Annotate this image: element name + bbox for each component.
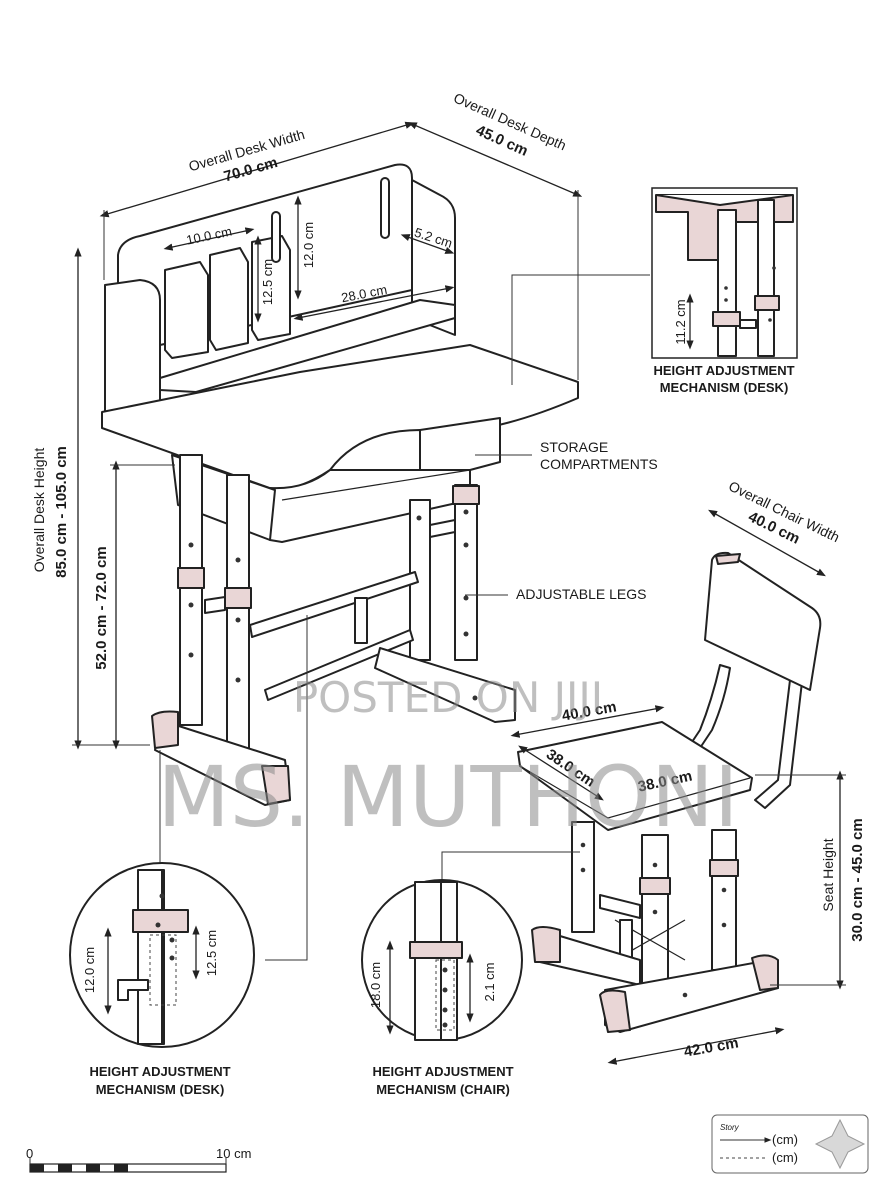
inset-top-right-title-1: HEIGHT ADJUSTMENT	[653, 363, 794, 378]
storage-callout-line1: STORAGE	[540, 439, 608, 455]
inset-bm-dim-a: 18.0 cm	[368, 962, 383, 1008]
chair-base-width-value: 42.0 cm	[683, 1034, 740, 1060]
scale-end: 10 cm	[216, 1146, 251, 1161]
table-height-value: 52.0 cm - 72.0 cm	[93, 546, 110, 669]
inset-bm-title-2: MECHANISM (CHAIR)	[376, 1082, 510, 1097]
legs-callout: ADJUSTABLE LEGS	[516, 586, 646, 602]
divider-height-label: 12.5 cm	[260, 259, 275, 305]
seat-height-value: 30.0 cm - 45.0 cm	[849, 818, 866, 941]
inset-bl-title-1: HEIGHT ADJUSTMENT	[89, 1064, 230, 1079]
watermark-line1: POSTED ON JIJI	[293, 673, 603, 722]
inset-bl-title-2: MECHANISM (DESK)	[96, 1082, 225, 1097]
scale-bar: 0 10 cm	[26, 1146, 251, 1173]
seat-height-label: Seat Height	[820, 838, 836, 911]
inset-top-right-dim: 11.2 cm	[673, 299, 688, 344]
inset-top-right-title-2: MECHANISM (DESK)	[660, 380, 789, 395]
chair-drawing	[517, 551, 822, 1033]
inset-bm-dim-b: 2.1 cm	[482, 962, 497, 1001]
legend-heading: Story	[720, 1123, 740, 1132]
chair-dimensions	[510, 509, 846, 1065]
star-icon	[814, 1118, 866, 1170]
inset-bl-dim-a: 12.0 cm	[82, 947, 97, 993]
inset-bottom-mid: 18.0 cm 2.1 cm HEIGHT ADJUSTMENT MECHANI…	[361, 851, 580, 1097]
scale-start: 0	[26, 1146, 33, 1161]
callouts: STORAGE COMPARTMENTS ADJUSTABLE LEGS	[465, 274, 658, 602]
inset-bm-title-1: HEIGHT ADJUSTMENT	[372, 1064, 513, 1079]
desk-dimensions	[72, 121, 583, 750]
desk-labels: Overall Desk Width 70.0 cm Overall Desk …	[31, 89, 569, 669]
legend-box: Story (cm) (cm)	[711, 1114, 869, 1174]
desk-height-label: Overall Desk Height	[31, 448, 47, 573]
back-height-label: 12.0 cm	[301, 222, 316, 268]
legend-row1: (cm)	[772, 1132, 798, 1147]
inset-bl-dim-b: 12.5 cm	[204, 930, 219, 976]
desk-height-value: 85.0 cm - 105.0 cm	[53, 446, 70, 578]
desk-drawing	[101, 163, 579, 806]
watermark: POSTED ON JIJI MS. MUTHONI	[157, 673, 738, 846]
storage-callout-line2: COMPARTMENTS	[540, 456, 658, 472]
legend-row2: (cm)	[772, 1150, 798, 1165]
inset-top-right: 11.2 cm HEIGHT ADJUSTMENT MECHANISM (DES…	[651, 187, 798, 395]
watermark-line2: MS. MUTHONI	[157, 748, 738, 846]
inset-bottom-left: 12.0 cm 12.5 cm HEIGHT ADJUSTMENT MECHAN…	[69, 615, 308, 1097]
